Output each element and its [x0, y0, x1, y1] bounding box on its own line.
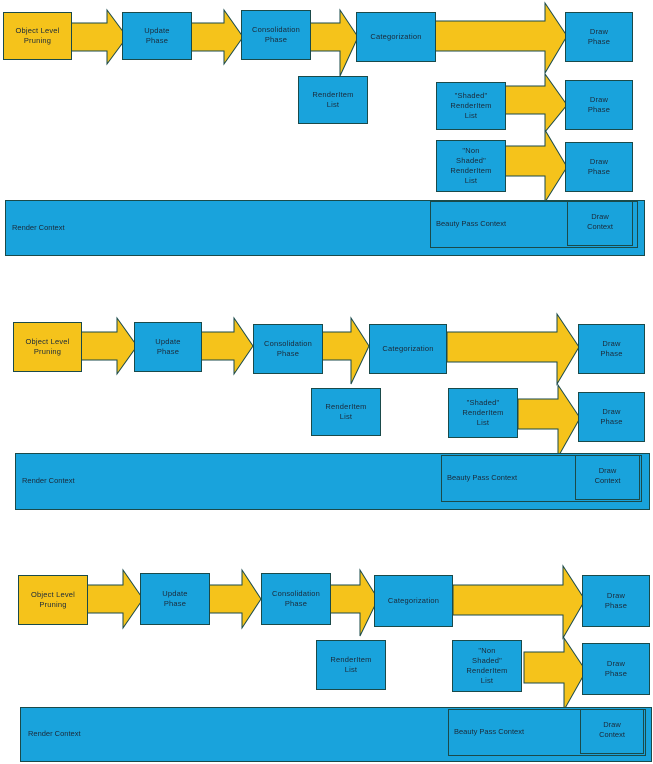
arrow-pruning-to-update: [86, 568, 144, 630]
render-context-label: Render Context: [12, 223, 65, 232]
arrow-pruning-to-update: [80, 316, 138, 376]
node-draw-phase-shaded[interactable]: Draw Phase: [578, 392, 645, 442]
beauty-pass-context-label: Beauty Pass Context: [436, 219, 507, 228]
render-context-label: Render Context: [28, 729, 81, 738]
arrow-update-to-consolidation: [190, 8, 244, 66]
draw-context-label: Draw Context: [594, 466, 621, 485]
node-categorization[interactable]: Categorization: [374, 575, 453, 627]
node-consolidation-phase[interactable]: Consolidation Phase: [261, 573, 331, 625]
node-object-level-pruning[interactable]: Object Level Pruning: [13, 322, 82, 372]
node-consolidation-phase[interactable]: Consolidation Phase: [253, 324, 323, 374]
draw-context-label: Draw Context: [587, 212, 613, 231]
node-object-level-pruning[interactable]: Object Level Pruning: [18, 575, 88, 625]
arrow-non-shaded-list-to-draw-phase: [504, 128, 568, 204]
beauty-pass-context-label: Beauty Pass Context: [454, 727, 525, 736]
arrow-update-to-consolidation: [208, 568, 262, 630]
arrow-update-to-consolidation: [200, 316, 254, 376]
arrow-consolidation-to-categorization: [309, 8, 359, 77]
arrow-shaded-list-to-draw-phase: [504, 72, 568, 134]
arrow-categorization-to-draw-phase: [434, 1, 568, 75]
node-update-phase[interactable]: Update Phase: [122, 12, 192, 60]
node-renderitem-list[interactable]: RenderItem List: [316, 640, 386, 690]
node-object-level-pruning[interactable]: Object Level Pruning: [3, 12, 72, 60]
node-non-shaded-renderitem-list[interactable]: "Non Shaded" RenderItem List: [452, 640, 522, 692]
node-draw-phase-non-shaded[interactable]: Draw Phase: [582, 643, 650, 695]
node-shaded-renderitem-list[interactable]: "Shaded" RenderItem List: [448, 388, 518, 438]
node-draw-phase-main[interactable]: Draw Phase: [582, 575, 650, 627]
arrow-categorization-to-draw-phase: [446, 312, 580, 386]
node-categorization[interactable]: Categorization: [369, 324, 447, 374]
node-renderitem-list[interactable]: RenderItem List: [298, 76, 368, 124]
arrow-pruning-to-update: [70, 8, 128, 66]
node-draw-phase-main[interactable]: Draw Phase: [578, 324, 645, 374]
beauty-pass-context-label: Beauty Pass Context: [447, 473, 518, 482]
node-draw-phase-shaded[interactable]: Draw Phase: [565, 80, 633, 130]
arrow-shaded-list-to-draw-phase: [517, 383, 581, 459]
node-non-shaded-renderitem-list[interactable]: "Non Shaded" RenderItem List: [436, 140, 506, 192]
node-categorization[interactable]: Categorization: [356, 12, 436, 62]
node-draw-phase-main[interactable]: Draw Phase: [565, 12, 633, 62]
draw-context-bar[interactable]: [567, 201, 633, 246]
render-context-label: Render Context: [22, 476, 75, 485]
arrow-non-shaded-list-to-draw-phase: [523, 636, 587, 712]
node-update-phase[interactable]: Update Phase: [140, 573, 210, 625]
node-consolidation-phase[interactable]: Consolidation Phase: [241, 10, 311, 60]
draw-context-bar[interactable]: [575, 455, 640, 500]
arrow-consolidation-to-categorization: [329, 568, 379, 637]
node-draw-phase-non-shaded[interactable]: Draw Phase: [565, 142, 633, 192]
node-shaded-renderitem-list[interactable]: "Shaded" RenderItem List: [436, 82, 506, 130]
node-renderitem-list[interactable]: RenderItem List: [311, 388, 381, 436]
arrow-categorization-to-draw-phase: [452, 564, 586, 640]
draw-context-bar[interactable]: [580, 709, 644, 754]
draw-context-label: Draw Context: [599, 720, 625, 739]
node-update-phase[interactable]: Update Phase: [134, 322, 202, 372]
arrow-consolidation-to-categorization: [320, 316, 370, 385]
